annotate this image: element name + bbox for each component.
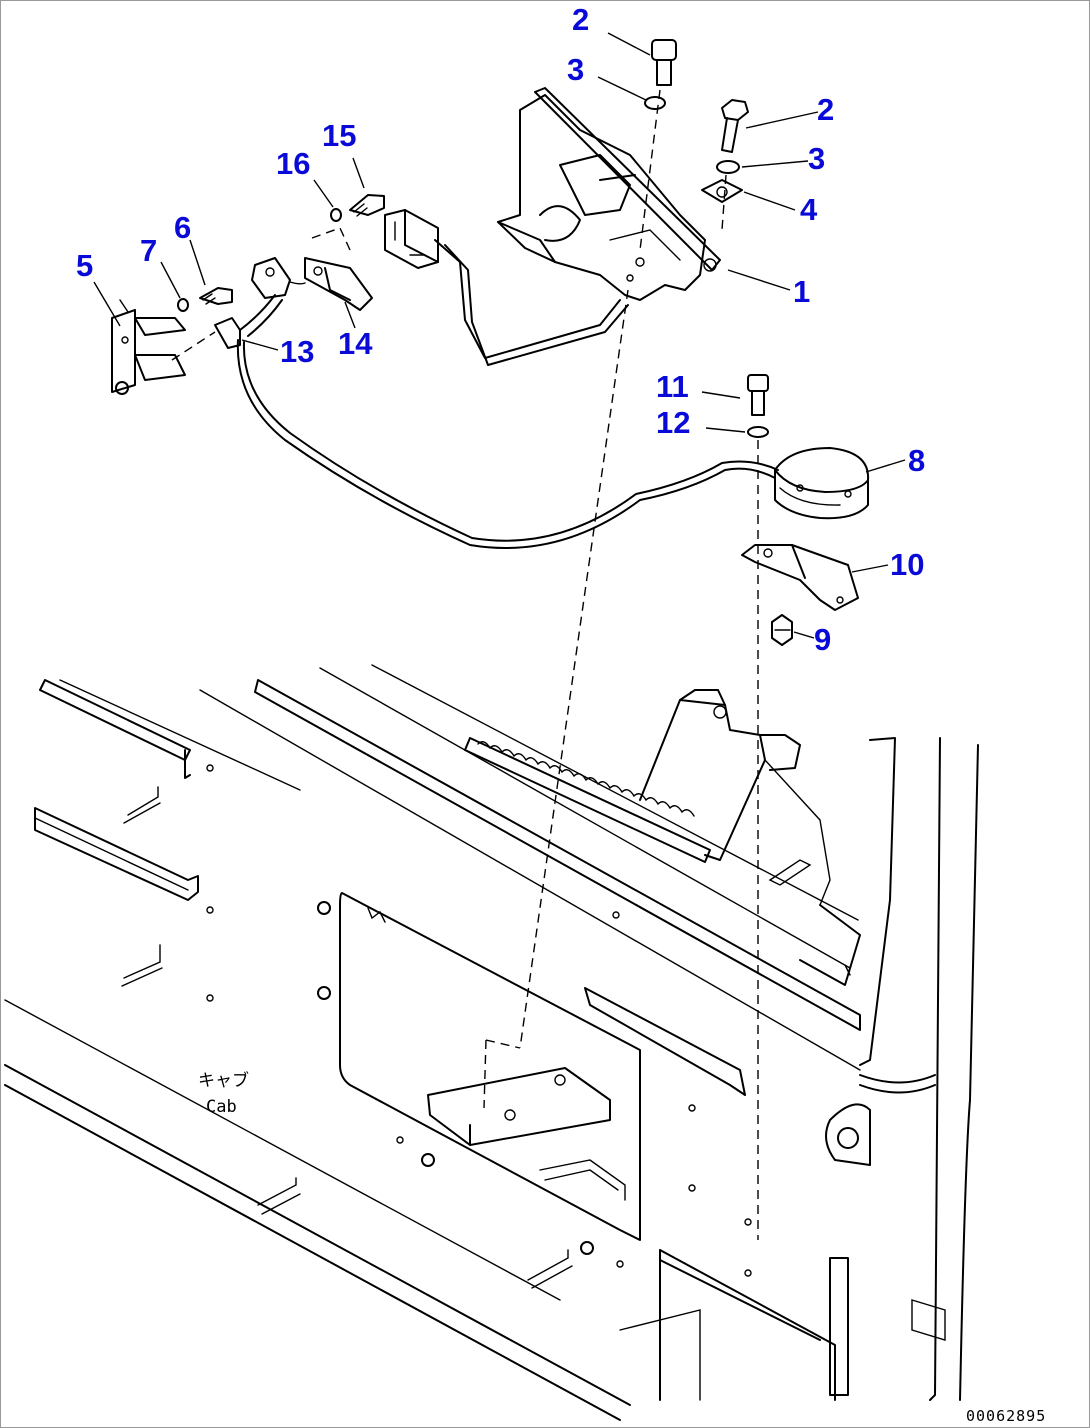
part-5-bracket — [111, 299, 186, 395]
callout-4: 4 — [800, 192, 818, 227]
part-10-bracket — [741, 544, 859, 611]
callout-2: 2 — [817, 92, 834, 127]
callout-16: 16 — [276, 146, 310, 181]
part-2-bolt-b — [721, 99, 749, 153]
part-11-bolt — [747, 374, 769, 416]
callout-13: 13 — [280, 334, 314, 369]
part-15-bolt — [349, 194, 385, 217]
part-7-washer — [177, 298, 189, 312]
part-13-harness — [214, 257, 779, 549]
callout-9: 9 — [814, 622, 831, 657]
part-16-washer — [330, 208, 342, 222]
callout-2: 2 — [572, 2, 589, 37]
callout-12: 12 — [656, 405, 690, 440]
drawing-reference-number: 00062895 — [966, 1407, 1046, 1425]
callout-14: 14 — [338, 326, 373, 361]
callout-3: 3 — [567, 52, 584, 87]
callout-1: 1 — [793, 274, 810, 309]
callout-5: 5 — [76, 248, 93, 283]
part-4-nut — [701, 179, 743, 203]
callout-8: 8 — [908, 443, 925, 478]
part-3-washer-a — [644, 96, 666, 110]
callout-10: 10 — [890, 547, 924, 582]
cab-label: Cab — [206, 1097, 237, 1117]
callout-11: 11 — [656, 369, 689, 404]
cab-frame — [4, 664, 979, 1421]
part-9-nut — [771, 614, 793, 646]
part-8-horn — [774, 447, 870, 520]
part-14-clamp — [304, 257, 373, 311]
callout-7: 7 — [140, 233, 157, 268]
part-6-bolt — [199, 287, 233, 305]
callout-15: 15 — [322, 118, 356, 153]
callout-3: 3 — [808, 141, 825, 176]
leader-lines — [93, 32, 906, 639]
cab-label-japanese: キャブ — [198, 1070, 249, 1091]
motor-connector — [384, 209, 629, 366]
callout-labels: 2 3 2 3 4 1 15 16 6 7 5 13 14 11 12 8 10… — [76, 2, 925, 657]
part-2-bolt-a — [651, 39, 677, 86]
assembly-lines — [171, 89, 759, 1240]
part-3-washer-b — [716, 160, 740, 174]
part-1-motor-assembly — [497, 87, 721, 301]
part-12-washer — [747, 426, 769, 438]
callout-6: 6 — [174, 210, 191, 245]
